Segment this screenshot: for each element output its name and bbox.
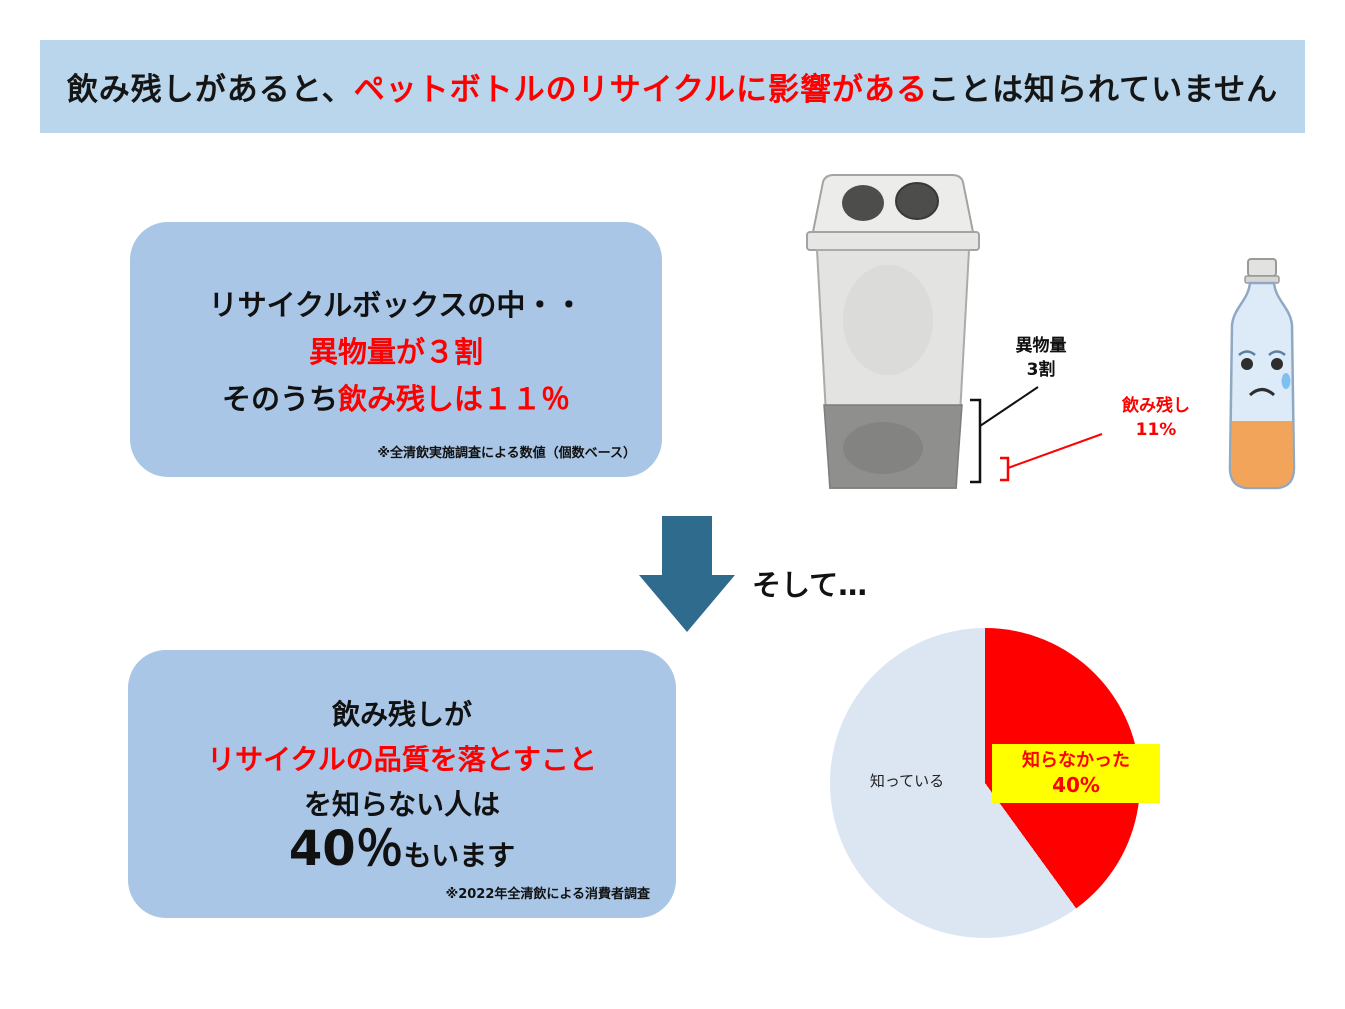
connector-text: そして… (752, 568, 868, 602)
pie-callout-value: 40% (1052, 773, 1100, 797)
stat-suffix: もいます (403, 839, 516, 872)
foreign-matter-label-line2: 3割 (1026, 360, 1056, 380)
title-banner: 飲み残しがあると、ペットボトルのリサイクルに影響があることは知られていません (40, 40, 1305, 133)
sad-bottle-illustration (1212, 255, 1312, 495)
leftover-drink-label-line1: 飲み残し (1122, 396, 1190, 416)
down-arrow-shaft (662, 516, 712, 575)
banner-text-highlight: ペットボトルのリサイクルに影響がある (353, 72, 929, 108)
top-box-line3: そのうち飲み残しは１１％ (130, 376, 662, 423)
foreign-matter-label-line1: 異物量 (1015, 336, 1067, 356)
pie-callout-label: 知らなかった (1022, 750, 1130, 771)
survey-result-panel: 飲み残しが リサイクルの品質を落とすこと を知らない人は 40％もいます ※20… (128, 650, 676, 918)
sad-bottle-icon (1228, 258, 1296, 490)
recycle-bin-icon (806, 174, 980, 489)
top-box-line2: 異物量が３割 (308, 335, 483, 369)
top-box-line3-prefix: そのうち (221, 382, 338, 416)
leftover-drink-label: 飲み残し 11% (1100, 394, 1212, 442)
top-box-line1: リサイクルボックスの中・・ (208, 288, 584, 322)
bottom-box-stat-line: 40％もいます (128, 825, 676, 878)
down-arrow-icon (639, 575, 735, 632)
bottom-box-source-note: ※2022年全清飲による消費者調査 (445, 887, 650, 902)
leftover-drink-label-line2: 11% (1135, 420, 1177, 440)
pie-callout-unknown: 知らなかった 40% (992, 744, 1160, 803)
bottom-box-line1: 飲み残しが (331, 698, 472, 731)
pie-label-know: 知っている (869, 772, 945, 790)
bottom-box-line2: リサイクルの品質を落とすこと (207, 743, 597, 776)
banner-text-prefix: 飲み残しがあると、 (66, 72, 354, 108)
recycle-box-info-panel: リサイクルボックスの中・・ 異物量が３割 そのうち飲み残しは１１％ ※全清飲実施… (130, 222, 662, 477)
stat-value: 40％ (288, 821, 404, 877)
bottom-box-line3: を知らない人は (303, 788, 500, 821)
banner-text-suffix: ことは知られていません (928, 72, 1279, 108)
recycle-bin-illustration (793, 170, 993, 495)
top-box-line3-highlight: 飲み残しは１１％ (338, 382, 571, 416)
bin-annotation-lines (970, 386, 1103, 484)
foreign-matter-label: 異物量 3割 (993, 334, 1089, 382)
top-box-source-note: ※全清飲実施調査による数値（個数ベース） (377, 446, 636, 461)
